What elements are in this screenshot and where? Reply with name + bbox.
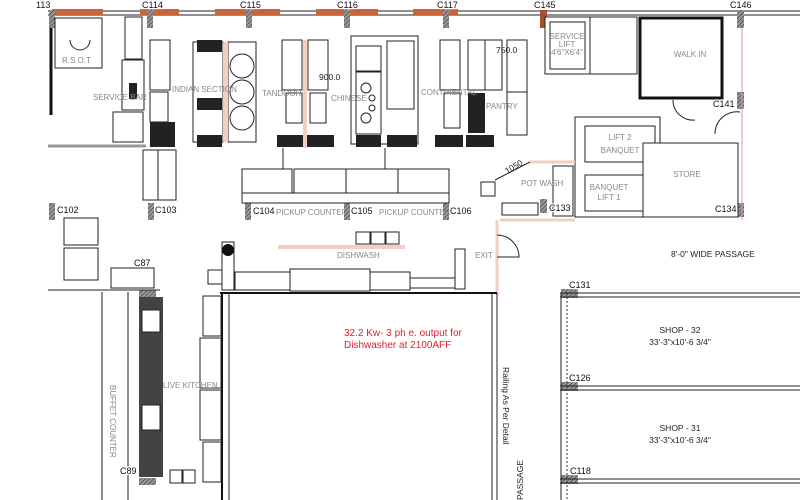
column-label: C145 xyxy=(534,0,556,10)
room-label-passage: PASSAGE xyxy=(515,460,525,500)
shop-31-size: 33'-3"x10'-6 3/4" xyxy=(649,435,711,445)
column-label: C89 xyxy=(120,466,137,476)
room-label-buffet-counter: BUFFET COUNTER xyxy=(108,385,117,458)
room-label-indian-section: INDIAN SECTION xyxy=(172,85,237,94)
column-label: C118 xyxy=(570,466,591,476)
room-label-lift-1: LIFT 1 xyxy=(598,193,622,202)
window xyxy=(140,9,179,15)
kitchen-equipment xyxy=(48,16,528,204)
window xyxy=(413,9,458,15)
column-label: C141 xyxy=(713,99,735,109)
room-label-service-lift: LIFT xyxy=(559,40,576,49)
room-label-shop-31: SHOP - 31 xyxy=(660,423,701,433)
room-label-shop-32: SHOP - 32 xyxy=(660,325,701,335)
room-label-service-bar: SERVICE BAR xyxy=(93,93,147,102)
room-label-service-lift: SERVICE xyxy=(550,32,585,41)
room-label-tandoor: TANDOOR xyxy=(262,89,302,98)
dishwasher-power-note: Dishwasher at 2100AFF xyxy=(344,340,451,351)
dishwash-and-live-kitchen xyxy=(48,217,800,500)
room-label-lift-2: LIFT 2 xyxy=(609,133,633,142)
column-label: C116 xyxy=(337,0,358,10)
room-label-pickup-counter: PICKUP COUNTER xyxy=(379,208,451,217)
dimension-label: 750.0 xyxy=(496,45,518,55)
dimension-label: 1050 xyxy=(503,157,525,175)
dishwasher-power-note: 32.2 Kw- 3 ph e. output for xyxy=(344,328,463,339)
column-labels: 113 C114 C115 C116 C117 C145 C146 C102 C… xyxy=(35,0,753,477)
room-label-pantry: PANTRY xyxy=(486,102,518,111)
room-label-wide-passage: 8'-0" WIDE PASSAGE xyxy=(671,249,755,259)
column-label: C146 xyxy=(730,0,752,10)
room-label-exit: EXIT xyxy=(475,251,493,260)
service-lift-walkin-store xyxy=(480,16,743,295)
column-label: C106 xyxy=(450,206,472,216)
room-label-dishwash: DISHWASH xyxy=(337,251,380,260)
room-labels: R.S.O.T SERVICE BAR INDIAN SECTION TANDO… xyxy=(62,32,755,500)
room-label-chinese: CHINESE xyxy=(331,94,367,103)
column-label: C114 xyxy=(142,0,163,10)
shop-32-size: 33'-3"x10'-6 3/4" xyxy=(649,337,711,347)
column-label: C103 xyxy=(155,205,177,215)
column-label: C102 xyxy=(57,205,79,215)
column-label: C117 xyxy=(437,0,458,10)
room-label-rsot: R.S.O.T xyxy=(62,56,91,65)
column-label: C133 xyxy=(549,203,571,213)
column-label: C134 xyxy=(715,204,737,214)
railing-note: Railing As Per Detail xyxy=(501,367,511,445)
room-label-service-lift-size: 4'6"X6'4" xyxy=(551,48,583,57)
window xyxy=(52,9,103,15)
room-label-walk-in: WALK IN xyxy=(674,50,707,59)
room-label-lift-1: BANQUET xyxy=(590,183,629,192)
room-label-pot-wash: POT WASH xyxy=(521,179,563,188)
column-label: 113 xyxy=(36,0,50,10)
column-label: C126 xyxy=(569,373,591,383)
room-label-live-kitchen: LIVE KITCHEN xyxy=(163,381,218,390)
column-label: C131 xyxy=(569,280,591,290)
column-label: C115 xyxy=(240,0,261,10)
column-label: C87 xyxy=(134,258,151,268)
room-label-store: STORE xyxy=(673,170,700,179)
room-label-pickup-counter: PICKUP COUNTER xyxy=(276,208,348,217)
room-label-continental: CONTINENTAL xyxy=(421,88,477,97)
column-label: C105 xyxy=(351,206,373,216)
column-label: C104 xyxy=(253,206,275,216)
room-label-lift-2: BANQUET xyxy=(601,146,640,155)
dimension-label: 900.0 xyxy=(319,72,341,82)
